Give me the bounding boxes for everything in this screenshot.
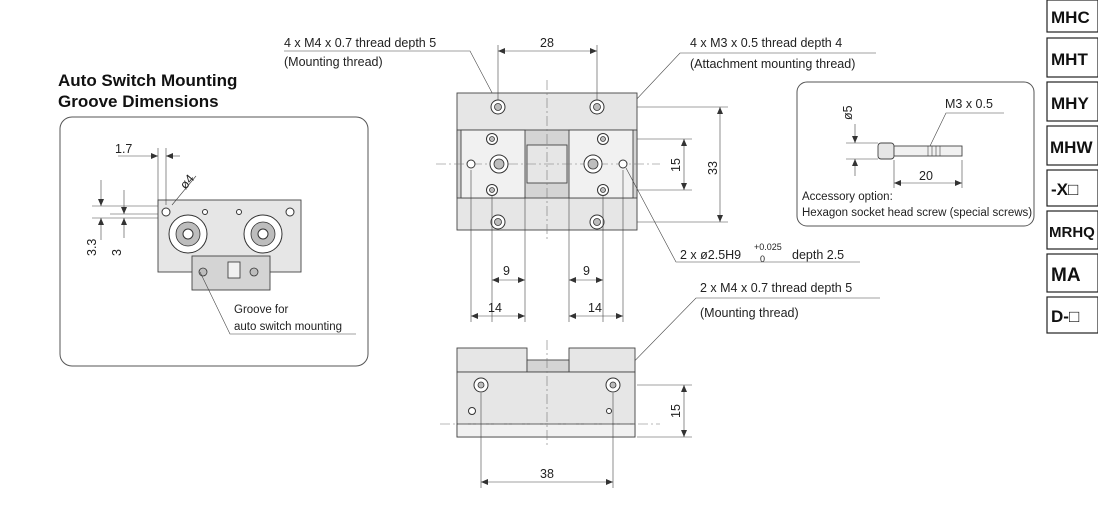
tab-label-mrhq: MRHQ bbox=[1049, 224, 1095, 241]
tab-label-mhc: MHC bbox=[1051, 8, 1090, 27]
tab-label-mhw: MHW bbox=[1050, 138, 1093, 157]
dim-3-3: 3.3 bbox=[85, 239, 99, 256]
tab-label-mhy: MHY bbox=[1051, 94, 1089, 113]
front-mounting-label: 2 x M4 x 0.7 thread depth 5 bbox=[700, 281, 852, 295]
tab-mht[interactable]: MHT bbox=[1046, 37, 1098, 78]
dim-14-right: 14 bbox=[588, 301, 602, 315]
front-mounting-sub: (Mounting thread) bbox=[700, 306, 799, 320]
dim-9-right: 9 bbox=[583, 264, 590, 278]
pin-tol-upper: +0.025 bbox=[754, 242, 782, 252]
dim-28: 28 bbox=[540, 36, 554, 50]
dim-14-left: 14 bbox=[488, 301, 502, 315]
tab-label-mht: MHT bbox=[1051, 50, 1088, 69]
groove-title-line2: Groove Dimensions bbox=[58, 92, 219, 111]
dim-1-7: 1.7 bbox=[115, 142, 132, 156]
accessory-thread: M3 x 0.5 bbox=[945, 97, 993, 111]
groove-circle bbox=[161, 207, 171, 217]
dim-15-front: 15 bbox=[669, 404, 683, 418]
screw-head bbox=[877, 142, 895, 160]
tab-x[interactable]: -X□ bbox=[1046, 169, 1098, 207]
pin-tol-lower: 0 bbox=[760, 254, 765, 264]
tab-mrhq[interactable]: MRHQ bbox=[1046, 210, 1098, 250]
tab-ma[interactable]: MA bbox=[1046, 253, 1098, 293]
dim-9-left: 9 bbox=[503, 264, 510, 278]
tab-d[interactable]: D-□ bbox=[1046, 296, 1098, 334]
dim-33: 33 bbox=[706, 161, 720, 175]
pin-label-depth: depth 2.5 bbox=[792, 248, 844, 262]
tab-label-d: D-□ bbox=[1051, 307, 1079, 326]
groove-title-line1: Auto Switch Mounting bbox=[58, 71, 237, 90]
top-view: 4 x M4 x 0.7 thread depth 5 (Mounting th… bbox=[284, 36, 876, 322]
groove-section: Auto Switch Mounting Groove Dimensions 1 bbox=[58, 71, 369, 367]
mounting-thread-label: 4 x M4 x 0.7 thread depth 5 bbox=[284, 36, 436, 50]
dim-38: 38 bbox=[540, 467, 554, 481]
tab-mhy[interactable]: MHY bbox=[1046, 81, 1098, 122]
accessory-option-desc: Hexagon socket head screw (special screw… bbox=[802, 207, 1032, 219]
accessory-option-label: Accessory option: bbox=[802, 191, 893, 203]
dim-20: 20 bbox=[919, 169, 933, 183]
pin-label-main: 2 x ø2.5H9 bbox=[680, 248, 741, 262]
tab-label-ma: MA bbox=[1051, 265, 1081, 286]
front-view: 2 x M4 x 0.7 thread depth 5 (Mounting th… bbox=[440, 281, 880, 488]
groove-end-view bbox=[157, 199, 302, 291]
groove-label-line1: Groove for bbox=[234, 304, 288, 316]
attach-thread-label: 4 x M3 x 0.5 thread depth 4 bbox=[690, 36, 842, 50]
tab-label-x: -X□ bbox=[1051, 180, 1078, 199]
tab-mhw[interactable]: MHW bbox=[1046, 125, 1098, 166]
accessory-section: ø5 M3 x 0.5 20 Accessory option: Hexagon… bbox=[796, 81, 1035, 227]
attach-thread-sub: (Attachment mounting thread) bbox=[690, 57, 855, 71]
dim-15-top: 15 bbox=[669, 158, 683, 172]
groove-label-line2: auto switch mounting bbox=[234, 321, 342, 333]
series-tabs: MHC MHT MHY MHW -X□ MRHQ MA D-□ bbox=[1046, 0, 1098, 334]
dim-phi5: ø5 bbox=[841, 105, 855, 120]
mounting-thread-sub: (Mounting thread) bbox=[284, 55, 383, 69]
dim-3: 3 bbox=[110, 249, 124, 256]
tab-mhc[interactable]: MHC bbox=[1046, 0, 1098, 33]
